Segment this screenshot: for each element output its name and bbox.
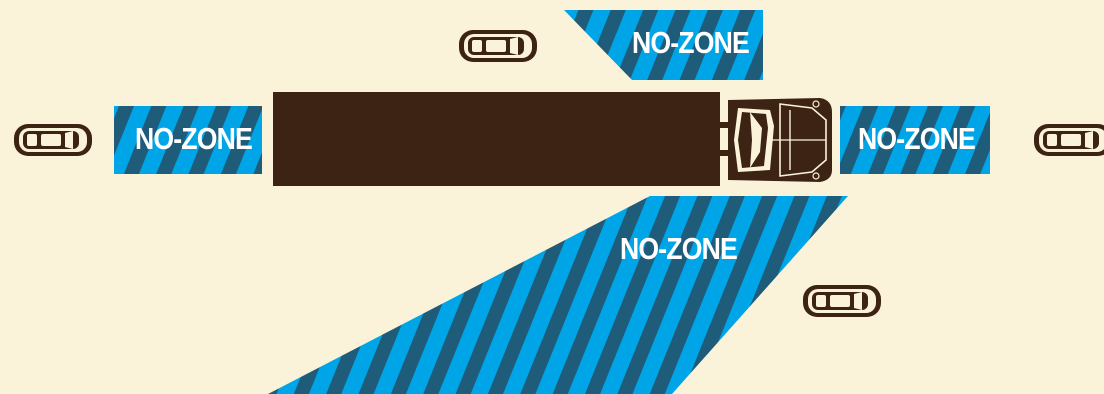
car-icon (459, 30, 537, 62)
semi-truck-icon (273, 92, 832, 186)
no-zone-label-rear: NO-ZONE (135, 123, 252, 154)
no-zone-label-front: NO-ZONE (858, 123, 975, 154)
car-icon (14, 124, 92, 156)
car-icon (1034, 124, 1104, 156)
no-zone-label-right-side: NO-ZONE (620, 233, 737, 264)
no-zone-label-top-right: NO-ZONE (632, 27, 749, 58)
car-icon (803, 285, 881, 317)
no-zone-right-side (268, 196, 848, 394)
